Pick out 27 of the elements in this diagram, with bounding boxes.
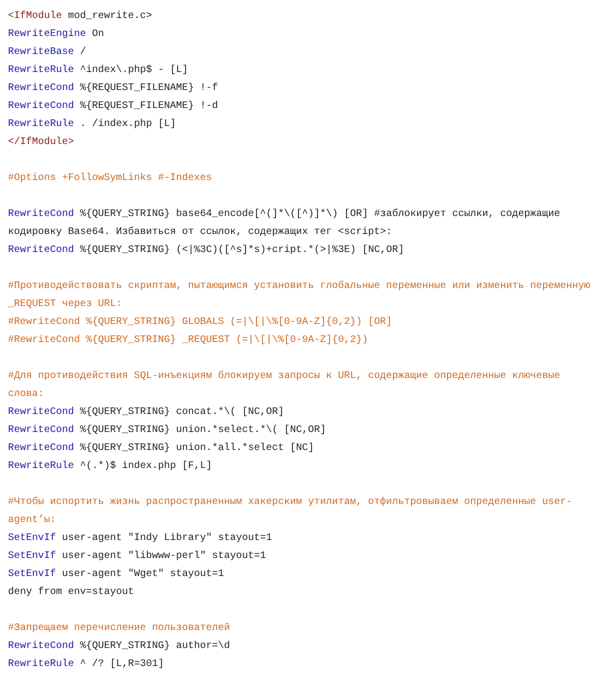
code-line: RewriteCond %{QUERY_STRING} (<|%3C)([^s]*s)+cript.*(>|%3E) [NC,OR] — [8, 244, 406, 258]
code-line: RewriteCond %{QUERY_STRING} author=\d — [8, 640, 232, 654]
code-comment: #Options +FollowSymLinks #-Indexes — [8, 172, 214, 186]
code-line: RewriteRule ^ /? [L,R=301] — [8, 658, 166, 672]
code-line: SetEnvIf user-agent "Indy Library" stayout=1 — [8, 532, 274, 546]
code-line: RewriteEngine On — [8, 28, 106, 42]
code-line: <IfModule mod_rewrite.c> — [8, 10, 154, 24]
code-line: deny from env=stayout — [8, 586, 136, 600]
code-line: RewriteCond %{QUERY_STRING} union.*all.*select [NC] — [8, 442, 316, 456]
code-comment: #Противодействовать скриптам, пытающимся установить глобальные переменные или изменить переменную _REQUEST через URL: — [8, 280, 592, 312]
code-line: RewriteBase / — [8, 46, 88, 60]
code-line: RewriteRule ^index\.php$ - [L] — [8, 64, 190, 78]
code-line: RewriteCond %{QUERY_STRING} base64_encode[^(]*\([^)]*\) [OR] #заблокирует ссылки, содержащие кодировку Base64. Избавиться от ссылок, содержащих тег <script>: — [8, 208, 562, 240]
code-comment: #Запрещаем перечисление пользователей — [8, 622, 232, 636]
code-line: SetEnvIf user-agent "libwww-perl" stayout=1 — [8, 550, 268, 564]
code-line: RewriteCond %{REQUEST_FILENAME} !-f — [8, 82, 220, 96]
code-line: </IfModule> — [8, 136, 76, 150]
code-line: RewriteCond %{QUERY_STRING} union.*select.*\( [NC,OR] — [8, 424, 328, 438]
code-comment: #Чтобы испортить жизнь распространенным хакерским утилитам, отфильтровываем определенные user-agent’ы: — [8, 496, 574, 528]
code-comment: #RewriteCond %{QUERY_STRING} _REQUEST (=|\[|\%[0-9A-Z]{0,2}) — [8, 334, 370, 348]
code-line: RewriteCond %{QUERY_STRING} concat.*\( [NC,OR] — [8, 406, 286, 420]
code-line: RewriteCond %{REQUEST_FILENAME} !-d — [8, 100, 220, 114]
code-line: RewriteRule ^(.*)$ index.php [F,L] — [8, 460, 214, 474]
code-line: RewriteRule . /index.php [L] — [8, 118, 178, 132]
code-comment: #RewriteCond %{QUERY_STRING} GLOBALS (=|\[|\%[0-9A-Z]{0,2}) [OR] — [8, 316, 394, 330]
code-comment: #Для противодействия SQL-инъекциям блокируем запросы к URL, содержащие определенные ключевые слова: — [8, 370, 562, 402]
code-line: SetEnvIf user-agent "Wget" stayout=1 — [8, 568, 226, 582]
